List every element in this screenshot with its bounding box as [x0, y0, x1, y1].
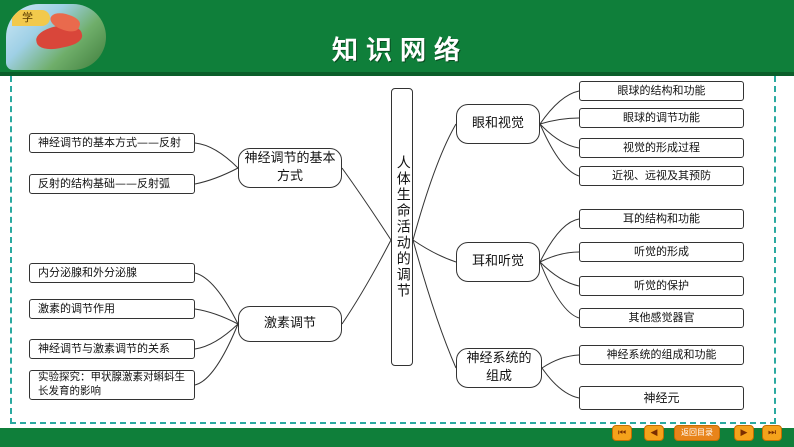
link-ear-1 [539, 218, 580, 263]
link-ns-1 [541, 354, 580, 369]
link-eye-2 [539, 117, 580, 125]
footer-bar [0, 428, 794, 447]
node-nerve-basic: 神经调节的基本方式 [238, 148, 342, 188]
leaf-nerve-hormone-relation: 神经调节与激素调节的关系 [29, 339, 195, 359]
link-nb-1 [194, 142, 239, 169]
next-page-button[interactable]: ▶ [734, 425, 754, 441]
link-center-eye [412, 123, 457, 241]
leaf-eye-structure: 眼球的结构和功能 [579, 81, 744, 101]
leaf-hormone-role: 激素的调节作用 [29, 299, 195, 319]
leaf-myopia: 近视、远视及其预防 [579, 166, 744, 186]
link-center-nervesys [412, 239, 457, 369]
header-photo: 学 [6, 4, 106, 70]
node-ear-hearing: 耳和听觉 [456, 242, 540, 282]
first-page-button[interactable]: ⏮ [612, 425, 632, 441]
link-ns-2 [541, 367, 580, 399]
leaf-hearing-process: 听觉的形成 [579, 242, 744, 262]
content-frame [10, 76, 776, 424]
leaf-eye-adjust: 眼球的调节功能 [579, 108, 744, 128]
prev-page-button[interactable]: ◀ [644, 425, 664, 441]
link-center-nervebasic [341, 167, 392, 241]
leaf-glands: 内分泌腺和外分泌腺 [29, 263, 195, 283]
link-eye-3 [539, 123, 580, 149]
link-nb-2 [194, 167, 239, 185]
leaf-hearing-protect: 听觉的保护 [579, 276, 744, 296]
node-nervous-system: 神经系统的组成 [456, 348, 542, 388]
page-title: 知识网络 [331, 36, 468, 66]
last-page-button[interactable]: ⏭ [762, 425, 782, 441]
link-center-hormone [341, 239, 392, 325]
back-to-contents-button[interactable]: 返回目录 [674, 425, 720, 441]
header-bar [0, 0, 794, 76]
node-eye-vision: 眼和视觉 [456, 104, 540, 144]
leaf-reflex: 神经调节的基本方式——反射 [29, 133, 195, 153]
link-ear-3 [539, 261, 580, 287]
leaf-thyroid-experiment: 实验探究：甲状腺激素对蝌蚪生长发育的影响 [29, 370, 195, 400]
link-h-2 [194, 308, 239, 325]
link-h-1 [194, 272, 239, 325]
node-hormone: 激素调节 [238, 306, 342, 342]
link-h-3 [194, 323, 239, 350]
leaf-ns-function: 神经系统的组成和功能 [579, 345, 744, 365]
leaf-other-senses: 其他感觉器官 [579, 308, 744, 328]
link-ear-4 [539, 261, 580, 319]
link-ear-2 [539, 251, 580, 263]
center-node: 人体生命活动的调节 [391, 88, 413, 366]
link-eye-4 [539, 123, 580, 177]
link-h-4 [194, 323, 239, 386]
leaf-vision-process: 视觉的形成过程 [579, 138, 744, 158]
leaf-neuron: 神经元 [579, 386, 744, 410]
link-eye-1 [539, 90, 580, 125]
link-center-ear [412, 239, 457, 263]
leaf-ear-structure: 耳的结构和功能 [579, 209, 744, 229]
leaf-reflex-arc: 反射的结构基础——反射弧 [29, 174, 195, 194]
header-stripe [0, 72, 794, 76]
photo-tag: 学 [12, 10, 50, 26]
